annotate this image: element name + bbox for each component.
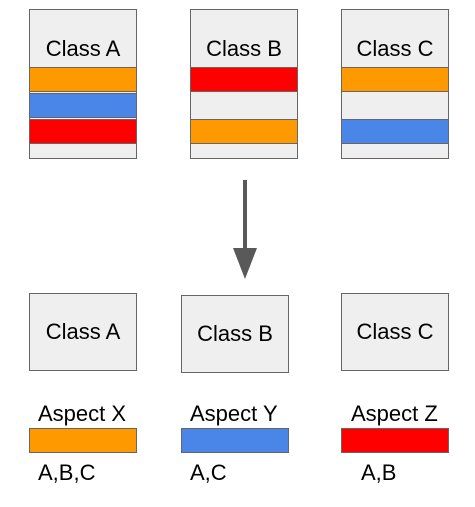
- class-c-stripe-2: [342, 93, 448, 118]
- class-a-stripe-3: [30, 119, 136, 144]
- aspect-y-bar: [181, 428, 289, 453]
- class-c-title-bottom: Class C: [356, 319, 434, 344]
- class-b-box-bottom: Class B: [181, 295, 289, 373]
- class-c-stripe-3: [342, 119, 448, 144]
- aspect-z-applies: A,B: [361, 460, 397, 485]
- class-b-title: Class B: [206, 36, 282, 61]
- class-c-title: Class C: [356, 36, 434, 61]
- class-b-box-top: Class B: [190, 9, 298, 159]
- class-c-box-top: Class C: [341, 9, 449, 159]
- aspect-x-label: Aspect X: [38, 401, 127, 426]
- class-a-box-top: Class A: [29, 9, 137, 159]
- class-c-box-bottom: Class C: [341, 293, 449, 371]
- aspect-y-applies: A,C: [190, 460, 227, 485]
- class-c-stripe-1: [342, 67, 448, 92]
- class-a-stripe-2: [30, 93, 136, 118]
- class-a-box-bottom: Class A: [29, 293, 137, 371]
- aspect-y-label: Aspect Y: [190, 401, 278, 426]
- class-a-title-bottom: Class A: [45, 319, 121, 344]
- class-b-stripe-3: [191, 119, 297, 144]
- aspect-x-applies: A,B,C: [38, 460, 96, 485]
- aspect-z-label: Aspect Z: [351, 401, 438, 426]
- down-arrow-icon: [233, 180, 257, 279]
- class-b-title-bottom: Class B: [197, 321, 273, 346]
- class-a-stripe-1: [30, 67, 136, 92]
- class-b-stripe-2: [191, 93, 297, 118]
- class-b-stripe-1: [191, 67, 297, 92]
- aspect-x-bar: [29, 428, 137, 453]
- class-a-title: Class A: [45, 36, 121, 61]
- aspect-z-bar: [341, 428, 449, 453]
